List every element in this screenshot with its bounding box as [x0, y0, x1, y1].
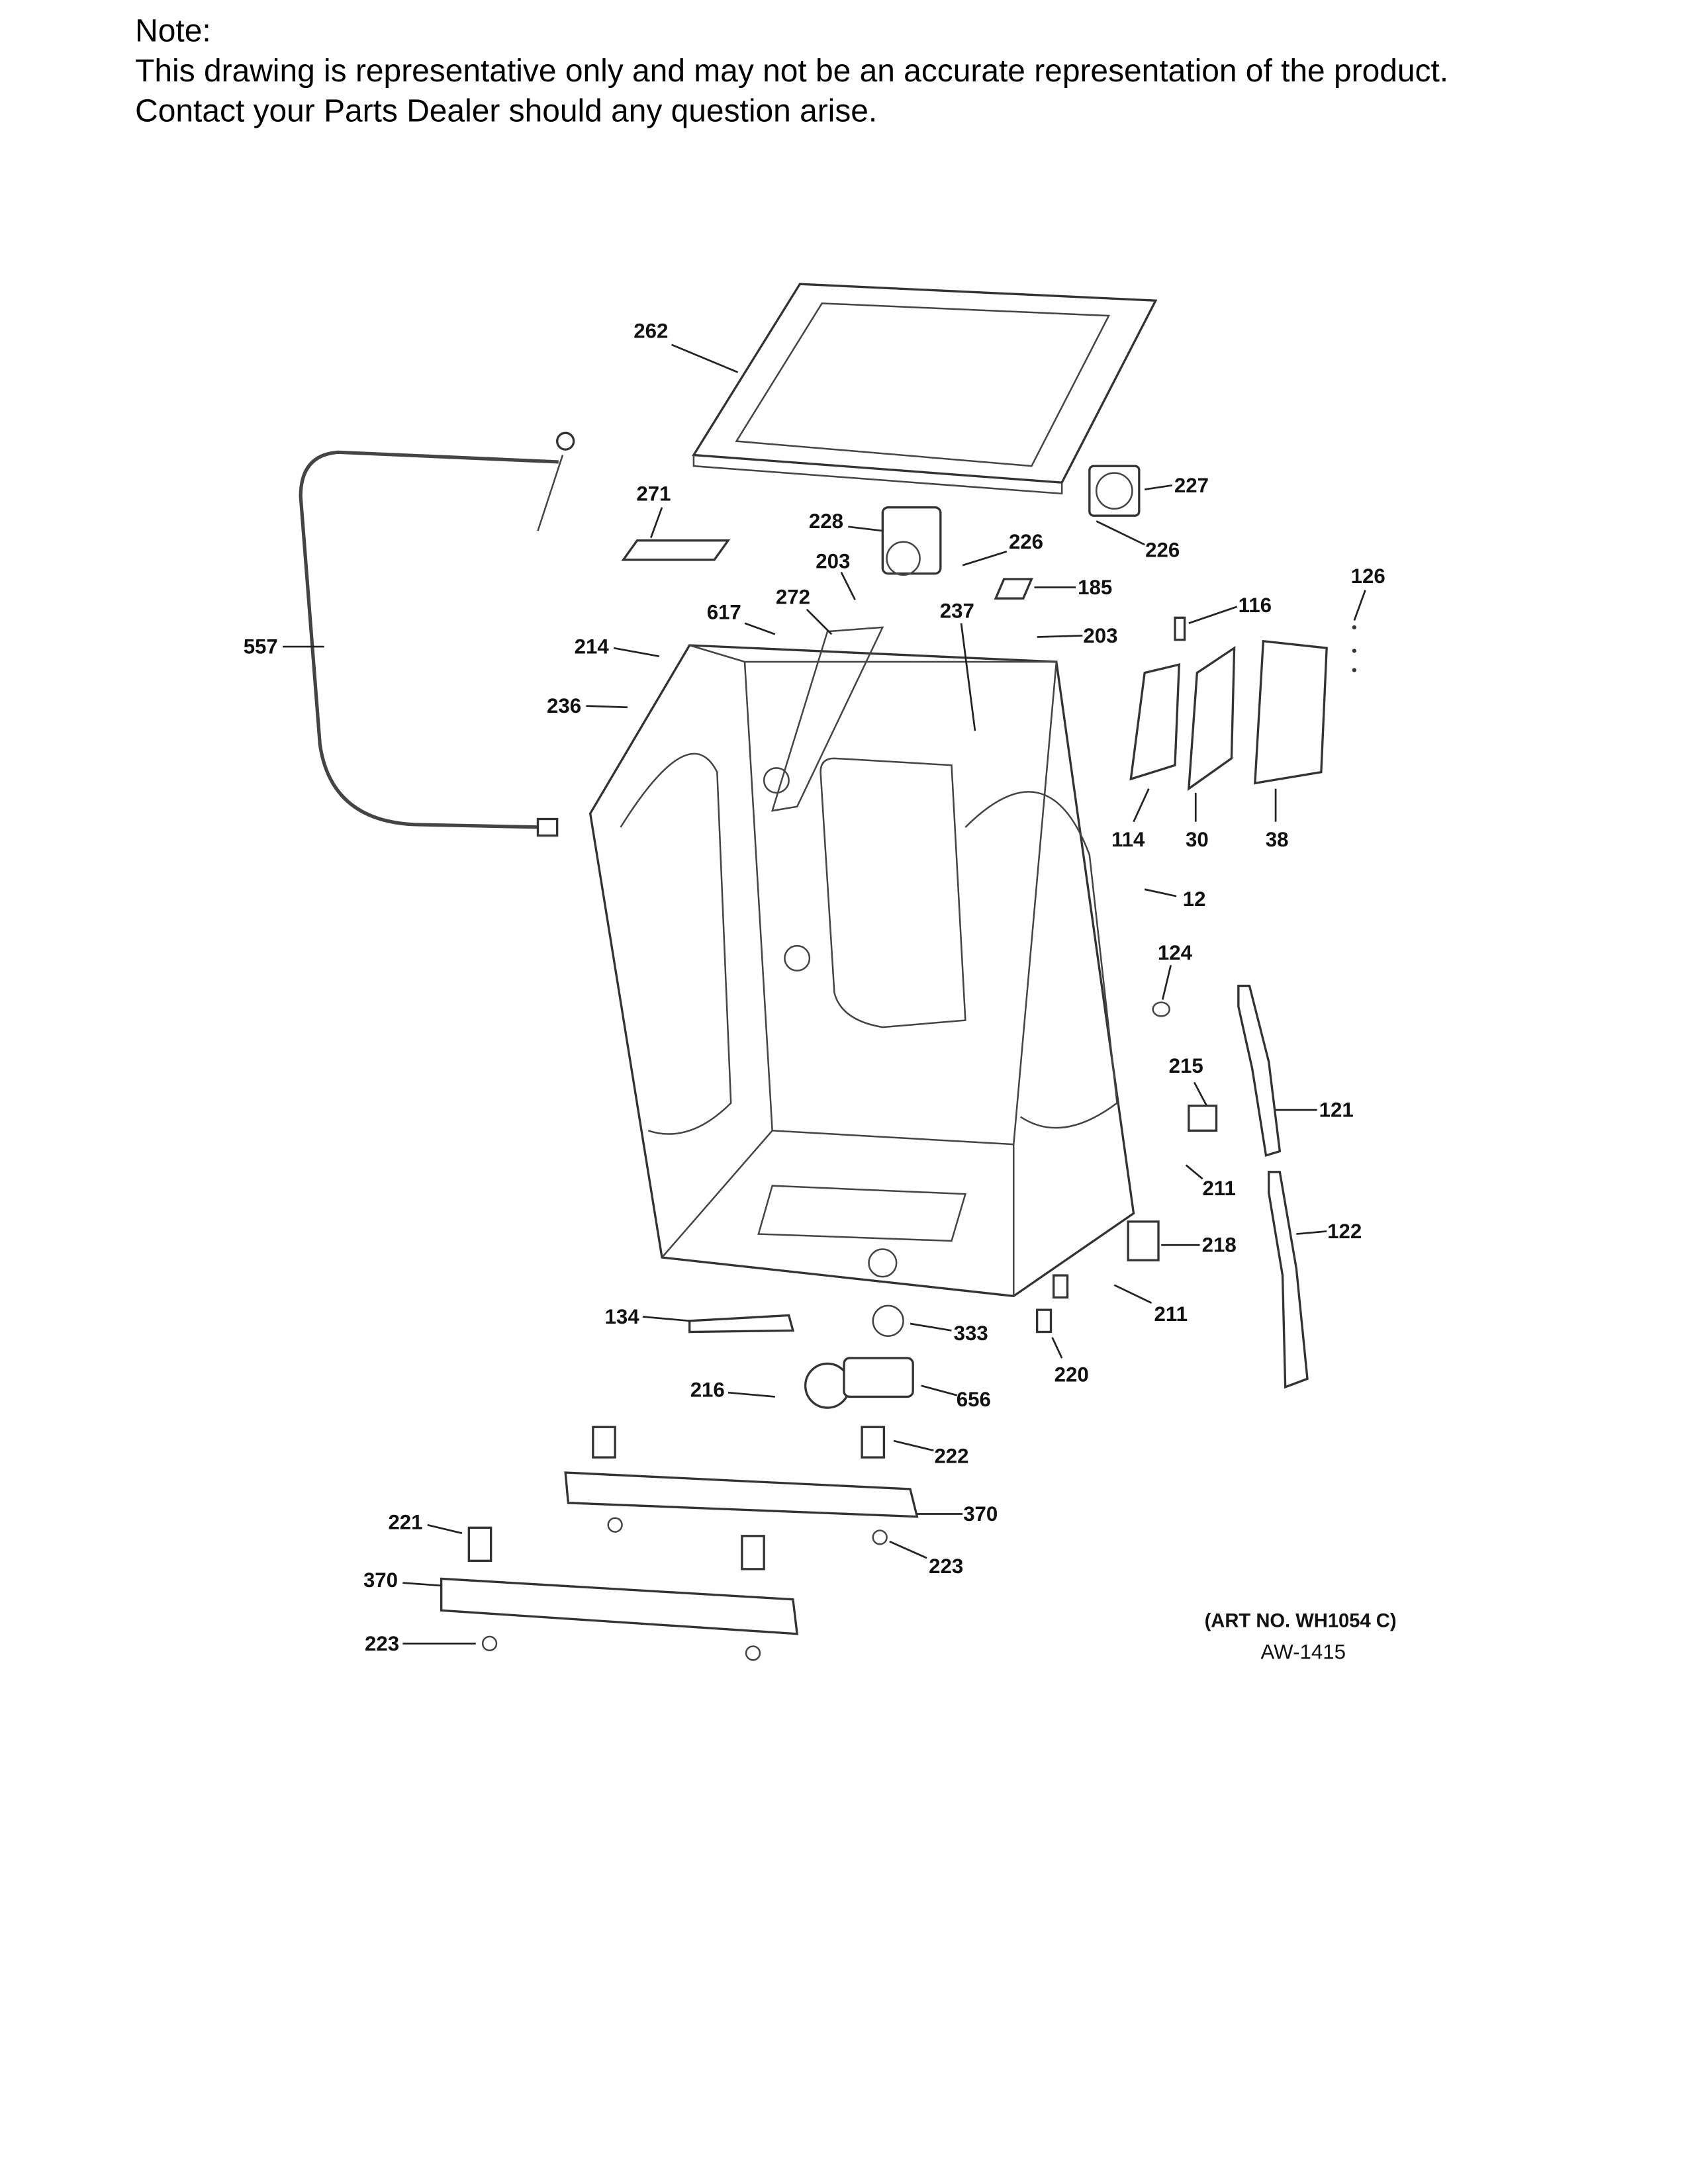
leader-line	[1051, 1337, 1063, 1359]
callout-114: 114	[1111, 828, 1145, 851]
callout-223: 223	[929, 1555, 963, 1578]
leader-line	[427, 1524, 463, 1534]
callout-223: 223	[365, 1632, 399, 1655]
callout-214: 214	[575, 635, 610, 659]
leader-line	[962, 551, 1008, 567]
leader-line	[1296, 1230, 1327, 1235]
base-rail-upper	[564, 1471, 919, 1518]
leader-line	[960, 623, 976, 731]
callout-617: 617	[707, 600, 741, 623]
callout-122: 122	[1327, 1220, 1362, 1243]
label-card	[621, 539, 731, 561]
callout-121: 121	[1319, 1099, 1354, 1122]
callout-370: 370	[363, 1569, 398, 1592]
leader-line	[744, 622, 776, 635]
leader-line	[613, 647, 660, 657]
leader-line	[402, 1582, 442, 1587]
leader-line	[586, 705, 628, 709]
fan	[1088, 465, 1141, 517]
leader-line	[727, 1391, 775, 1398]
leader-line	[1133, 788, 1150, 823]
callout-237: 237	[940, 599, 974, 622]
callout-215: 215	[1169, 1054, 1203, 1077]
leader-line	[840, 571, 856, 600]
callout-226: 226	[1145, 539, 1180, 562]
leader-line	[1144, 484, 1173, 490]
dispenser-housing	[881, 506, 942, 576]
callout-221: 221	[388, 1510, 422, 1533]
base-rail-lower	[440, 1577, 799, 1635]
callout-203: 203	[1083, 624, 1117, 647]
callout-272: 272	[776, 586, 810, 609]
small-card	[994, 578, 1033, 600]
callout-211: 211	[1202, 1177, 1235, 1200]
callout-124: 124	[1158, 941, 1193, 964]
leader-line	[671, 343, 739, 373]
note-line-1: This drawing is representative only and …	[135, 54, 1448, 89]
callout-236: 236	[547, 694, 581, 717]
small-parts	[467, 625, 1356, 1661]
leader-line	[1144, 888, 1177, 897]
callout-203: 203	[816, 549, 850, 572]
callout-226: 226	[1009, 530, 1043, 553]
callout-370: 370	[963, 1502, 998, 1525]
callout-185: 185	[1078, 576, 1112, 599]
callout-218: 218	[1202, 1234, 1237, 1257]
leader-line	[1185, 1164, 1203, 1180]
note-heading: Note:	[135, 13, 211, 48]
note-line-2: Contact your Parts Dealer should any que…	[135, 93, 877, 128]
top-panel	[692, 283, 1158, 495]
callout-116: 116	[1239, 594, 1272, 617]
callout-262: 262	[633, 319, 668, 342]
leader-line	[889, 1540, 927, 1559]
cabinet	[588, 626, 1135, 1298]
leader-line	[1096, 520, 1145, 546]
bracket-121	[1237, 984, 1282, 1157]
callout-126: 126	[1351, 565, 1385, 588]
callout-38: 38	[1266, 828, 1289, 851]
control-boards	[1129, 616, 1328, 792]
leader-line	[921, 1385, 958, 1396]
callout-228: 228	[809, 510, 843, 533]
callout-216: 216	[690, 1378, 725, 1401]
leader-line	[1161, 965, 1172, 1000]
callout-220: 220	[1055, 1363, 1089, 1387]
leader-line	[893, 1439, 934, 1451]
power-cord	[299, 432, 575, 837]
callout-labels: 262 271 228 203 226 227 226 185 203 126 116 272 617 2…	[244, 319, 1385, 1655]
leader-line	[650, 507, 663, 538]
callout-656: 656	[957, 1388, 991, 1411]
callout-134: 134	[605, 1305, 640, 1328]
leader-line	[848, 525, 883, 532]
art-number: (ART NO. WH1054 C)	[1205, 1610, 1397, 1631]
leader-line	[806, 608, 833, 635]
callout-12: 12	[1183, 887, 1206, 911]
callout-222: 222	[934, 1444, 968, 1467]
leader-line	[1193, 1081, 1208, 1107]
callout-211: 211	[1154, 1302, 1188, 1326]
callout-271: 271	[636, 482, 671, 505]
callout-333: 333	[954, 1322, 988, 1345]
callout-30: 30	[1186, 828, 1209, 851]
leader-line	[1037, 635, 1083, 638]
leader-line	[1188, 606, 1238, 624]
callout-557: 557	[244, 635, 278, 659]
leader-line	[642, 1316, 690, 1322]
leader-line	[1353, 590, 1366, 621]
bracket-122	[1268, 1171, 1309, 1389]
drawing-code: AW-1415	[1261, 1640, 1346, 1663]
leader-line	[1113, 1284, 1152, 1304]
callout-227: 227	[1174, 474, 1209, 497]
leader-line	[910, 1322, 952, 1332]
